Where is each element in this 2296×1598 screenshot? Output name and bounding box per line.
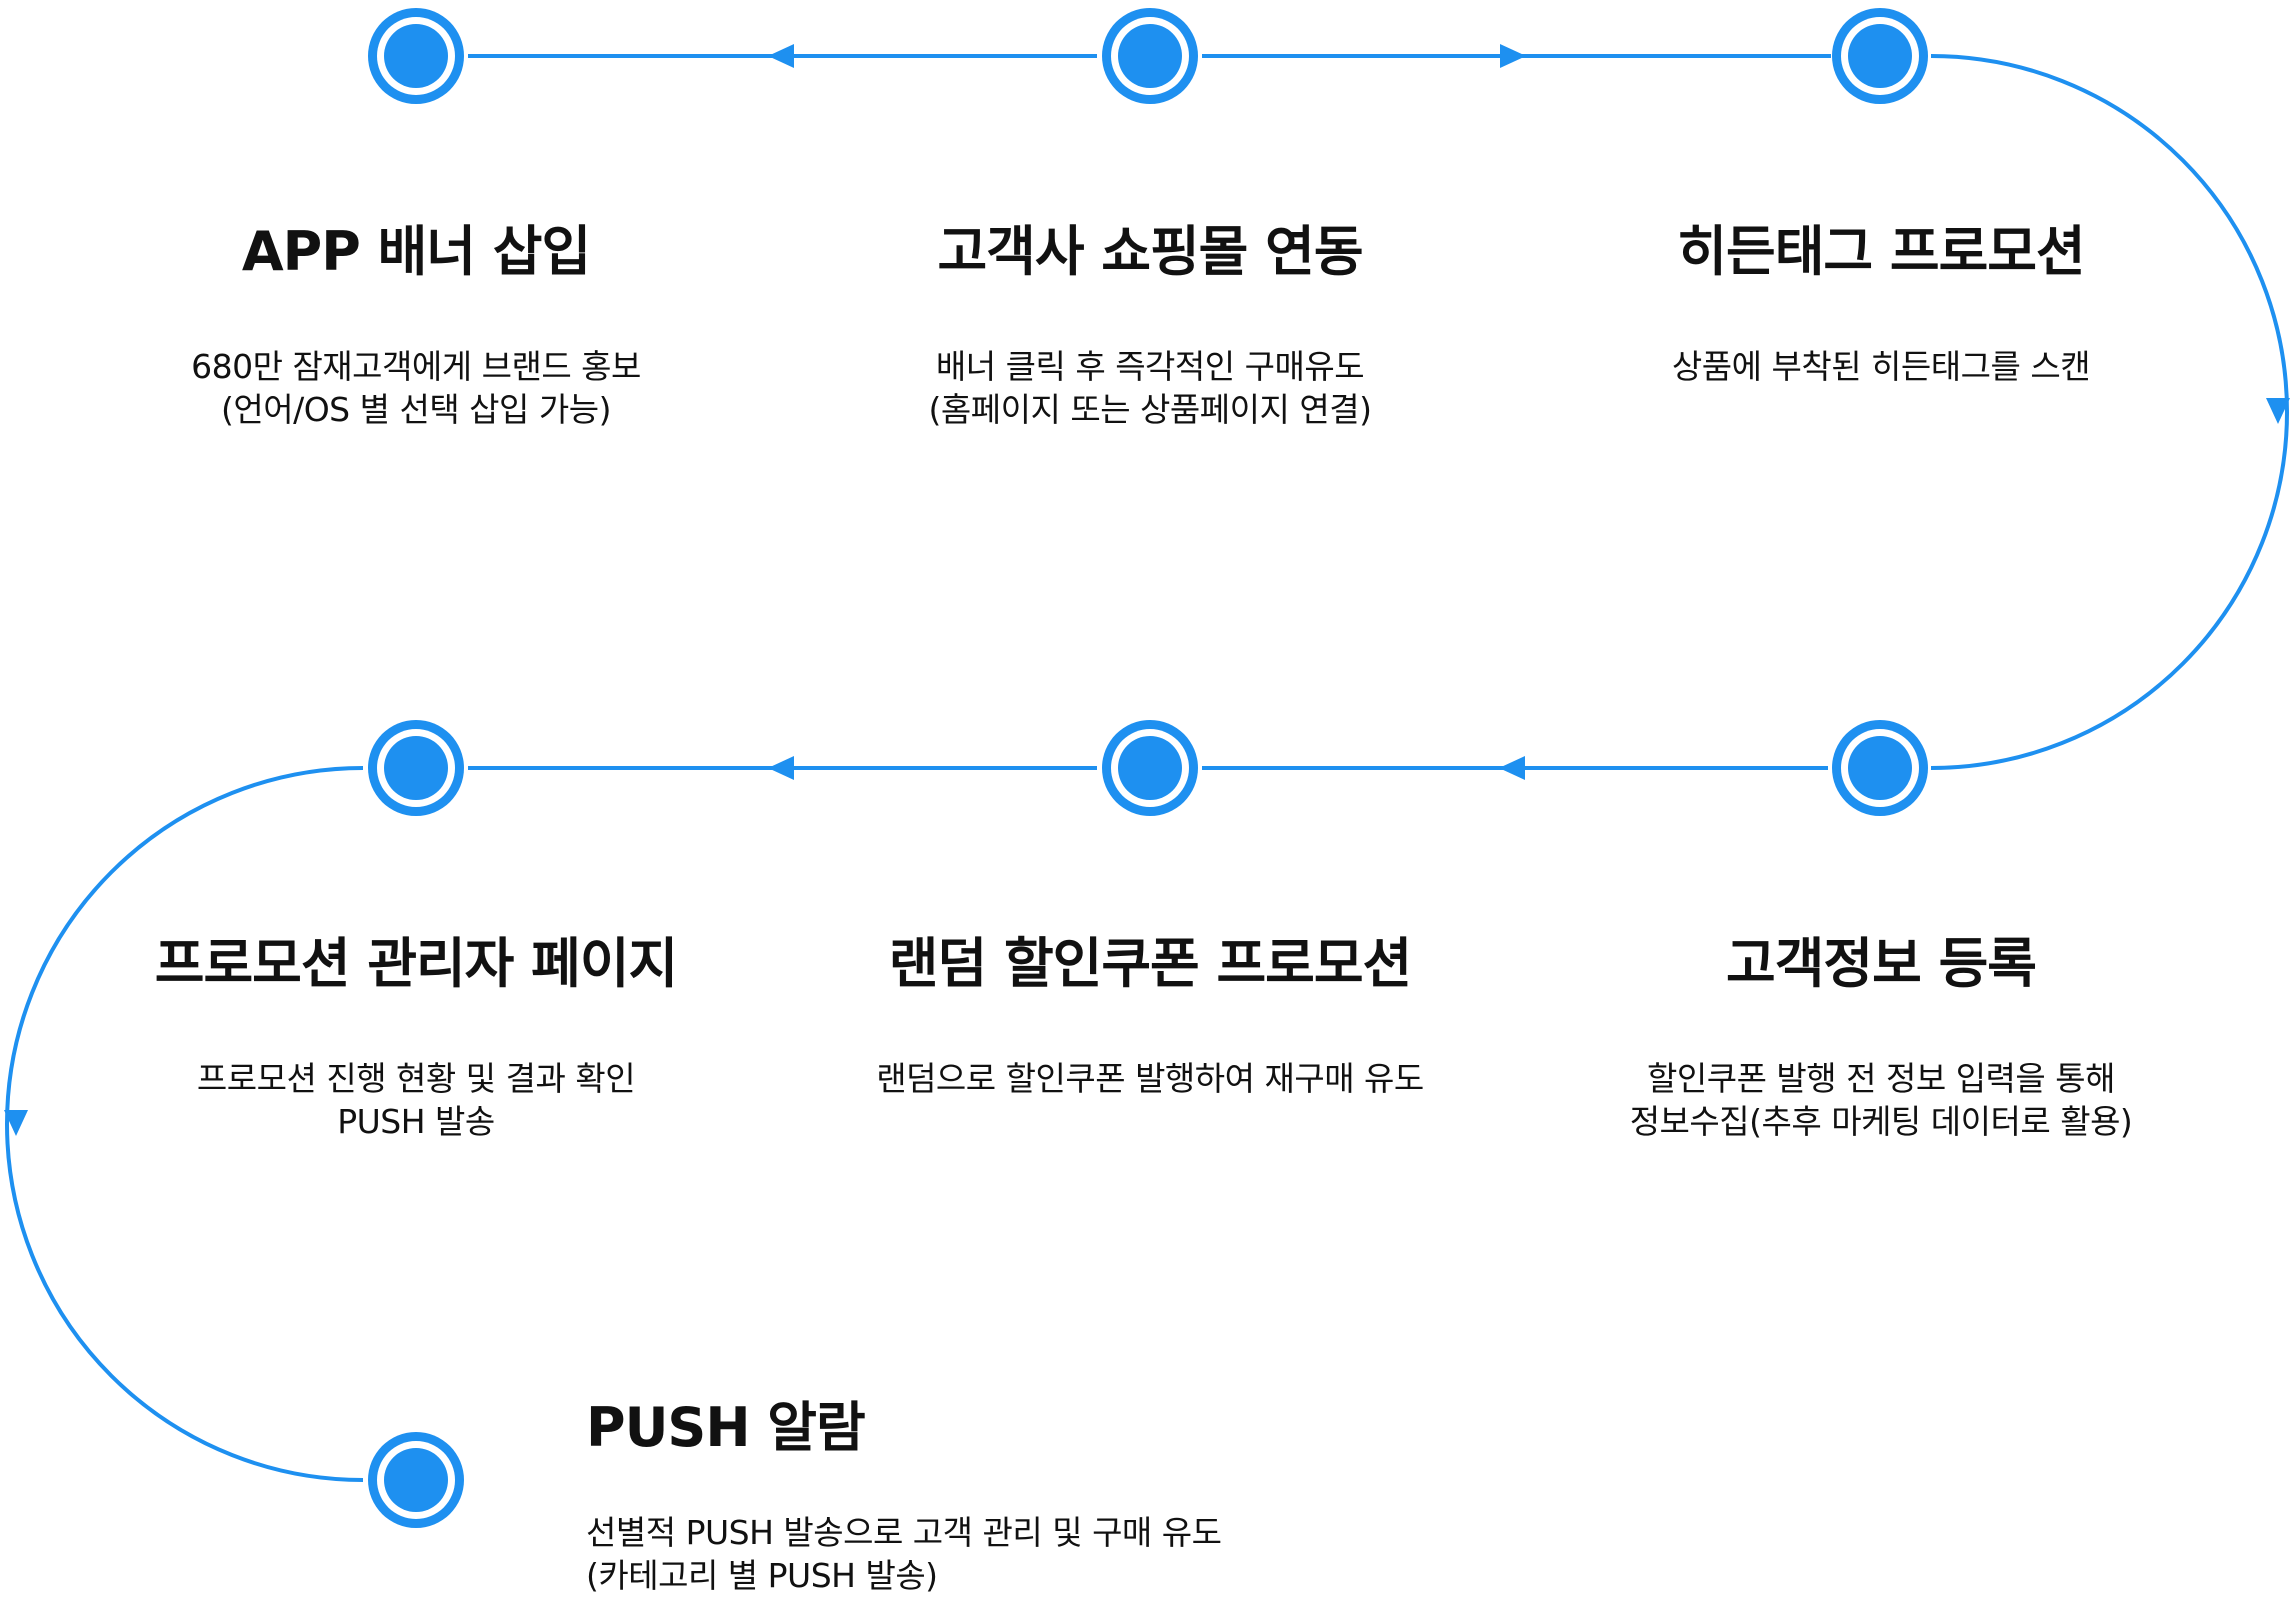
step-description: 랜덤으로 할인쿠폰 발행하여 재구매 유도 [876,1058,1424,1098]
node-center-dot [1118,24,1182,88]
step-title: APP 배너 삽입 [241,220,591,283]
step-node-6 [368,720,464,816]
step-admin-page: 프로모션 관리자 페이지 프로모션 진행 현황 및 결과 확인 PUSH 발송 [106,932,726,1144]
step-hidden-tag: 히든태그 프로모션 상품에 부착된 히든태그를 스캔 [1571,220,2191,388]
arrow-right-icon [1500,44,1526,68]
step-random-coupon: 랜덤 할인쿠폰 프로모션 랜덤으로 할인쿠폰 발행하여 재구매 유도 [840,932,1460,1100]
arrow-down-icon [4,1110,28,1136]
step-customer-info: 고객정보 등록 할인쿠폰 발행 전 정보 입력을 통해 정보수집(추후 마케팅 … [1571,932,2191,1144]
step-node-2 [1102,8,1198,104]
node-center-dot [384,1448,448,1512]
step-node-5 [1102,720,1198,816]
step-title: 고객정보 등록 [1726,932,2037,995]
step-description: 배너 클릭 후 즉각적인 구매유도 (홈페이지 또는 상품페이지 연결) [928,346,1372,430]
step-shop-link: 고객사 쇼핑몰 연동 배너 클릭 후 즉각적인 구매유도 (홈페이지 또는 상품… [840,220,1460,432]
arrow-left-icon [1499,756,1525,780]
step-description: 680만 잠재고객에게 브랜드 홍보 (언어/OS 별 선택 삽입 가능) [191,346,641,430]
node-center-dot [1118,736,1182,800]
step-title: 프로모션 관리자 페이지 [154,932,678,995]
step-description: 선별적 PUSH 발송으로 고객 관리 및 구매 유도 (카테고리 별 PUSH… [586,1512,1222,1596]
node-center-dot [384,736,448,800]
arrow-left-icon [768,756,794,780]
step-title: 히든태그 프로모션 [1677,220,2085,283]
connector-curve [5,766,364,1482]
step-node-3 [1832,8,1928,104]
node-center-dot [1848,736,1912,800]
step-description: 할인쿠폰 발행 전 정보 입력을 통해 정보수집(추후 마케팅 데이터로 활용) [1629,1058,2133,1142]
step-node-1 [368,8,464,104]
step-title: 고객사 쇼핑몰 연동 [937,220,1363,283]
step-description: 상품에 부착된 히든태그를 스캔 [1671,346,2091,386]
step-description: 프로모션 진행 현황 및 결과 확인 PUSH 발송 [196,1058,636,1142]
step-node-7 [368,1432,464,1528]
step-app-banner: APP 배너 삽입 680만 잠재고객에게 브랜드 홍보 (언어/OS 별 선택… [106,220,726,432]
node-center-dot [1848,24,1912,88]
step-title: PUSH 알람 [586,1396,866,1459]
arrow-right-icon [768,44,794,68]
connector-curve [1930,54,2289,770]
arrow-down-icon [2266,398,2290,424]
step-title: 랜덤 할인쿠폰 프로모션 [888,932,1412,995]
step-node-4 [1832,720,1928,816]
node-center-dot [384,24,448,88]
